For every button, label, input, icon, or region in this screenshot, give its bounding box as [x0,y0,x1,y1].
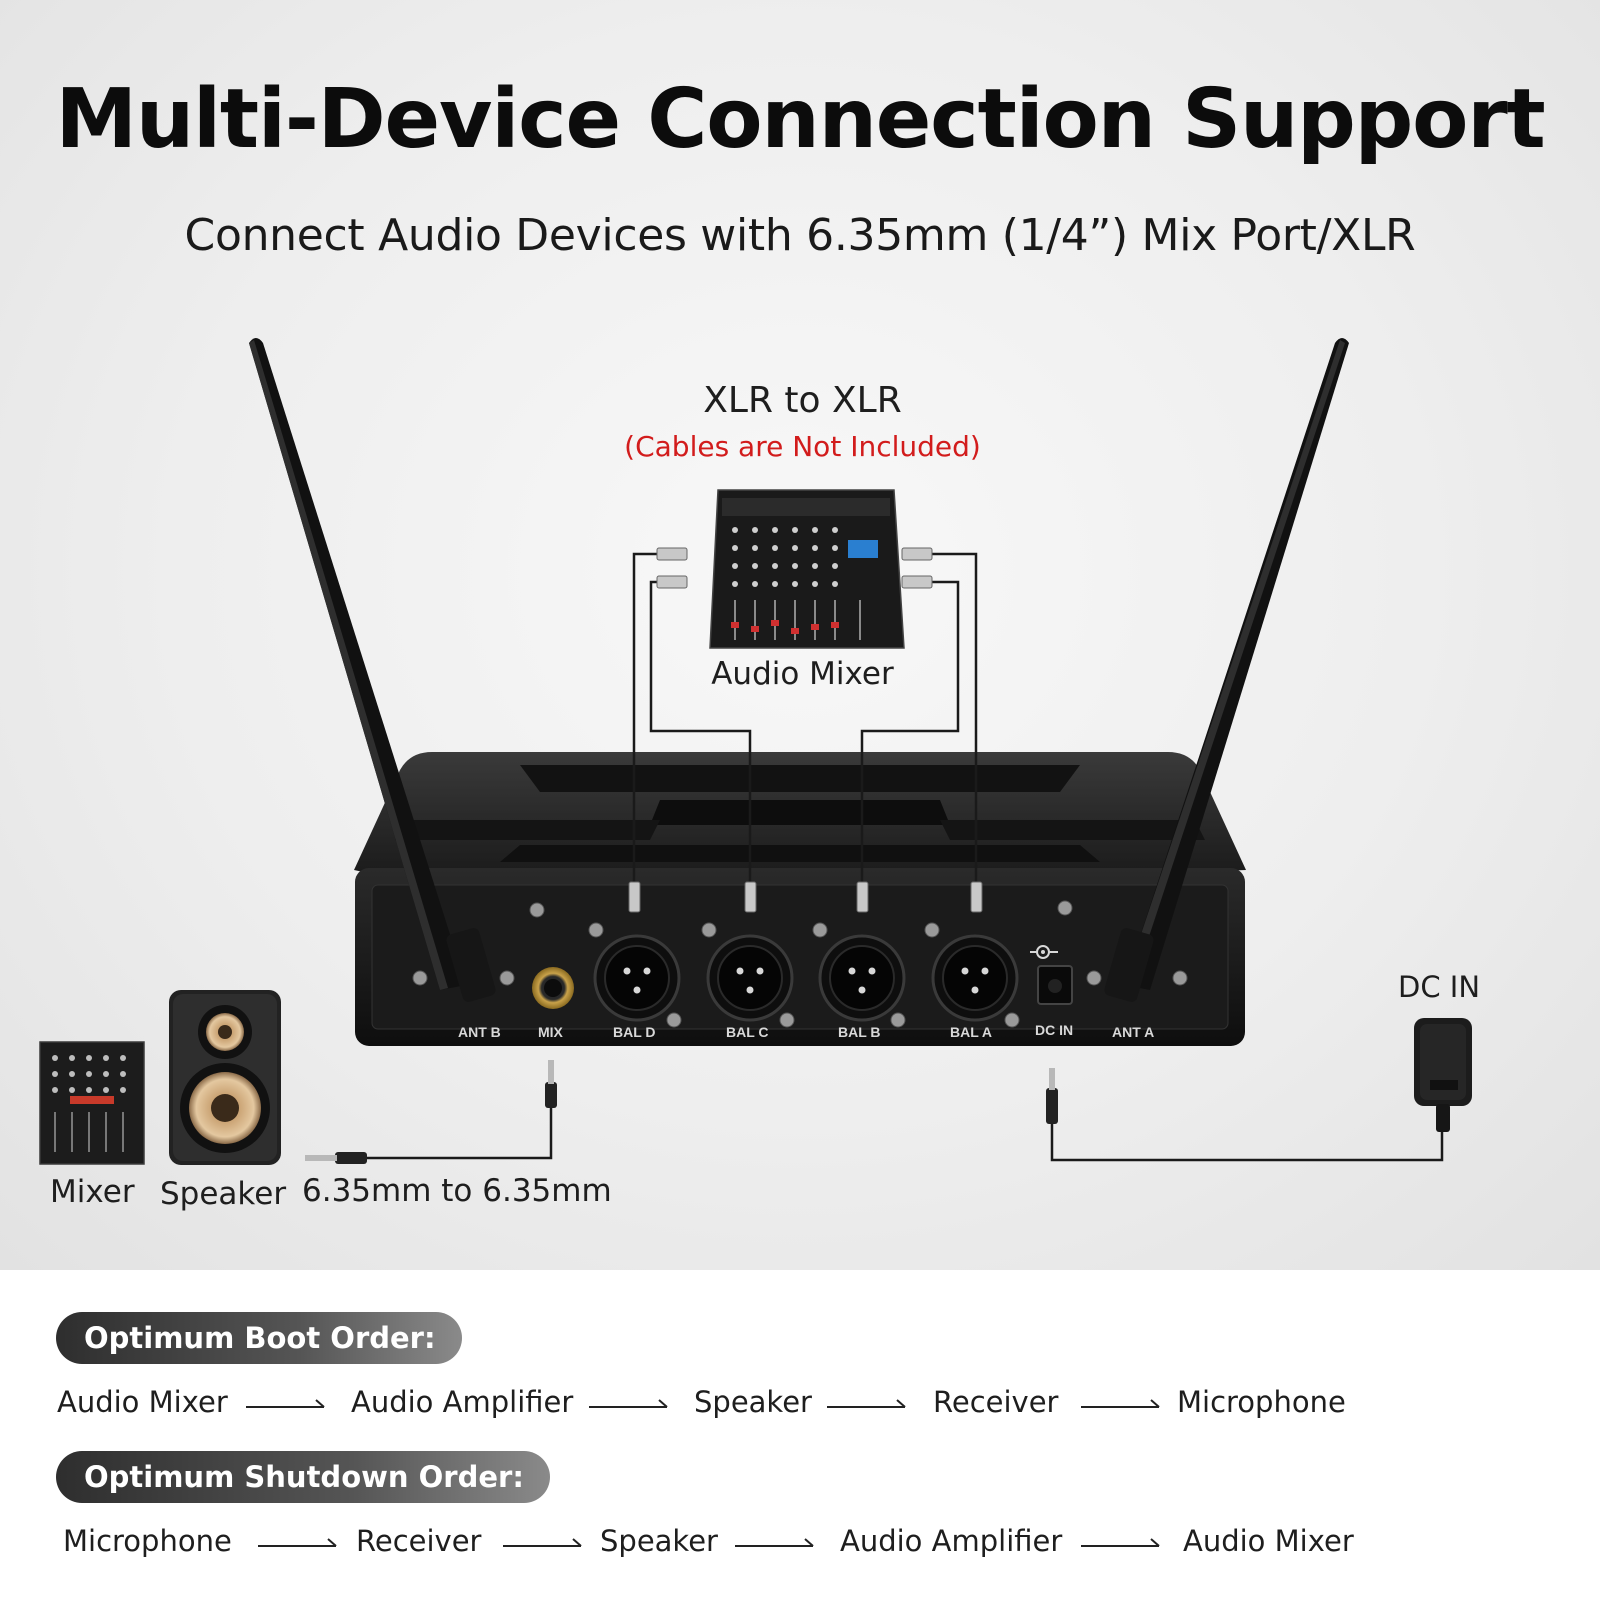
boot-step: Audio Amplifier [351,1385,574,1419]
cables-not-included-note: (Cables are Not Included) [624,430,981,463]
dc-cable [1046,1068,1444,1162]
jack-cable-label: 6.35mm to 6.35mm [302,1173,612,1209]
port-label-bal-b: BAL B [838,1024,881,1040]
arrow-right-icon [503,1538,582,1547]
receiver-front: ANT B MIX BAL D BAL C BAL B BAL A DC IN … [355,868,1245,1046]
arrow-right-icon [258,1538,337,1547]
dj-mixer-icon [39,1041,145,1165]
port-label-ant-a: ANT A [1112,1024,1154,1040]
dc-adapter-icon [1414,1018,1472,1132]
arrow-right-icon [1081,1538,1160,1547]
boot-step: Audio Mixer [57,1385,228,1419]
port-label-mix: MIX [538,1024,564,1040]
xlr-plug-icon [628,547,983,913]
arrow-right-icon [246,1399,325,1408]
dc-socket-icon [1030,945,1073,1005]
receiver-top [354,752,1246,880]
arrow-right-icon [589,1399,668,1408]
xlr-port-icon [593,934,1019,1022]
audio-mixer-icon [709,489,905,649]
page-title: Multi-Device Connection Support [55,72,1545,167]
shutdown-step: Audio Mixer [1183,1524,1354,1558]
mixer-label: Mixer [50,1174,135,1210]
port-label-bal-a: BAL A [950,1024,992,1040]
hero-panel: Multi-Device Connection Support Connect … [0,0,1600,1270]
boot-step: Receiver [933,1385,1059,1419]
arrow-right-icon [1081,1399,1160,1408]
antenna-icon [1104,338,1349,1002]
speaker-icon [169,990,281,1165]
shutdown-step: Microphone [63,1524,232,1558]
audio-mixer-label: Audio Mixer [711,656,894,692]
shutdown-step: Receiver [356,1524,482,1558]
xlr-connection-title: XLR to XLR [703,380,902,421]
port-label-dc-in: DC IN [1035,1022,1073,1038]
shutdown-step: Speaker [600,1524,718,1558]
page-subtitle: Connect Audio Devices with 6.35mm (1/4”)… [184,210,1416,261]
boot-order-heading: Optimum Boot Order: [56,1312,462,1364]
boot-step: Speaker [694,1385,812,1419]
port-label-ant-b: ANT B [458,1024,501,1040]
antenna-icon [249,338,496,1002]
arrow-right-icon [827,1399,906,1408]
shutdown-order-heading: Optimum Shutdown Order: [56,1451,550,1503]
port-label-bal-c: BAL C [726,1024,769,1040]
quarter-inch-cable [305,1060,557,1164]
speaker-label: Speaker [160,1176,287,1212]
port-label-bal-d: BAL D [613,1024,656,1040]
arrow-right-icon [735,1538,814,1547]
dc-in-label: DC IN [1398,970,1481,1004]
connection-diagram: ANT B MIX BAL D BAL C BAL B BAL A DC IN … [39,338,1472,1165]
quarter-inch-jack-icon [532,967,574,1009]
shutdown-step: Audio Amplifier [840,1524,1063,1558]
boot-step: Microphone [1177,1385,1346,1419]
